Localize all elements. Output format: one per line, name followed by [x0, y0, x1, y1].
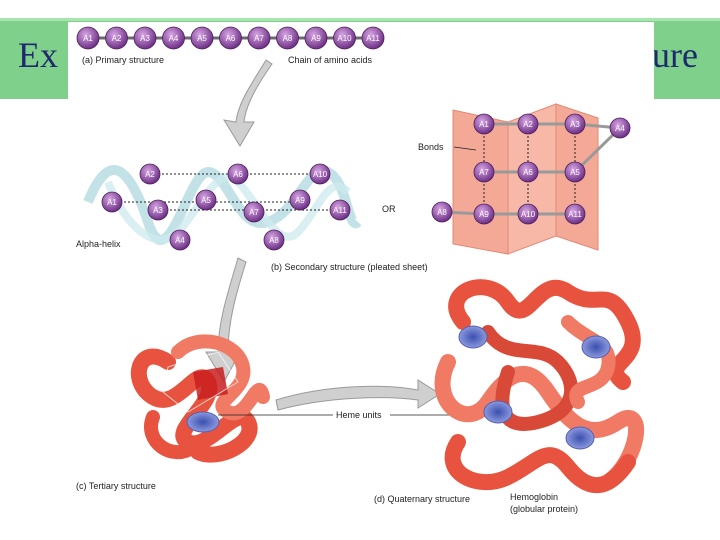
svg-text:A8: A8 — [269, 236, 279, 245]
sheet-bead-a11: A11 — [564, 203, 586, 225]
svg-text:A6: A6 — [226, 34, 236, 43]
primary-bead-a6: A6 — [219, 26, 242, 50]
heme-units-label: Heme units — [336, 410, 382, 420]
sheet-bead-a9: A9 — [473, 203, 495, 225]
primary-caption: (a) Primary structure — [82, 55, 164, 65]
svg-text:A6: A6 — [523, 168, 533, 177]
svg-text:A2: A2 — [523, 120, 533, 129]
svg-text:A10: A10 — [337, 34, 352, 43]
primary-bead-a5: A5 — [190, 26, 214, 50]
svg-text:A9: A9 — [479, 210, 489, 219]
quaternary-caption: (d) Quaternary structure — [374, 494, 470, 504]
svg-text:A7: A7 — [249, 208, 259, 217]
bonds-label: Bonds — [418, 142, 444, 152]
primary-bead-a11: A11 — [361, 26, 385, 50]
primary-bead-a3: A3 — [133, 26, 157, 50]
svg-text:A5: A5 — [197, 34, 207, 43]
svg-text:A1: A1 — [83, 34, 93, 43]
sheet-bead-a2: A2 — [517, 113, 539, 135]
or-label: OR — [382, 204, 396, 214]
sheet-bead-a6: A6 — [517, 161, 539, 183]
svg-text:A1: A1 — [107, 198, 117, 207]
alpha-bead-a1: A1 — [101, 191, 123, 213]
globular-protein-label: (globular protein) — [510, 504, 578, 514]
sheet-bead-a4: A4 — [609, 117, 631, 139]
sheet-bead-a8: A8 — [431, 201, 453, 223]
alpha-bead-a6: A6 — [227, 163, 249, 185]
primary-bead-a4: A4 — [162, 26, 185, 50]
primary-bead-a9: A9 — [304, 26, 328, 50]
alpha-bead-a9: A9 — [289, 189, 311, 211]
alpha-bead-a8: A8 — [263, 229, 285, 251]
alpha-bead-a2: A2 — [139, 163, 161, 185]
svg-text:A5: A5 — [201, 196, 211, 205]
svg-text:A9: A9 — [311, 34, 321, 43]
svg-text:A2: A2 — [112, 34, 122, 43]
svg-text:A11: A11 — [366, 34, 380, 43]
tertiary-heme — [186, 411, 220, 433]
sheet-bead-a1: A1 — [473, 113, 495, 135]
tertiary-caption: (c) Tertiary structure — [76, 481, 156, 491]
svg-text:A10: A10 — [521, 210, 536, 219]
sheet-bonds — [483, 132, 576, 212]
svg-text:A1: A1 — [479, 120, 489, 129]
slide-title-right: ure — [652, 35, 698, 75]
primary-structure-chain: A1 A2 A3 A4 A5 A6 A7 A8 A9 A10 A11 — [76, 26, 385, 50]
bonds-leader — [453, 146, 477, 151]
alpha-bead-a11: A11 — [329, 199, 351, 221]
svg-text:A8: A8 — [437, 208, 447, 217]
svg-text:A10: A10 — [313, 170, 328, 179]
sheet-bead-a5: A5 — [564, 161, 586, 183]
svg-text:A4: A4 — [615, 124, 625, 133]
secondary-caption: (b) Secondary structure (pleated sheet) — [271, 262, 428, 272]
chain-label: Chain of amino acids — [288, 55, 373, 65]
alpha-bead-a3: A3 — [147, 199, 169, 221]
primary-bead-a1: A1 — [76, 26, 100, 50]
primary-bead-a8: A8 — [276, 26, 299, 50]
arrow-secondary-to-tertiary — [205, 257, 247, 384]
arrow-primary-to-secondary — [222, 59, 273, 147]
svg-text:A5: A5 — [570, 168, 580, 177]
svg-text:A6: A6 — [233, 170, 243, 179]
svg-text:A3: A3 — [153, 206, 163, 215]
svg-text:A11: A11 — [568, 210, 582, 219]
sheet-bead-a7: A7 — [473, 161, 495, 183]
quaternary-structure — [434, 279, 645, 494]
svg-text:A4: A4 — [169, 34, 179, 43]
primary-bead-a7: A7 — [247, 26, 271, 50]
svg-text:A7: A7 — [479, 168, 489, 177]
svg-text:A3: A3 — [140, 34, 150, 43]
alpha-helix-label: Alpha-helix — [76, 239, 121, 249]
alpha-bead-a5: A5 — [195, 189, 217, 211]
svg-text:A7: A7 — [254, 34, 264, 43]
svg-text:A11: A11 — [333, 206, 347, 215]
primary-bead-a10: A10 — [333, 26, 356, 50]
svg-text:A4: A4 — [175, 236, 185, 245]
slide-title-left: Ex — [18, 35, 58, 75]
svg-text:A8: A8 — [283, 34, 293, 43]
sheet-bead-a3: A3 — [564, 113, 586, 135]
svg-text:A3: A3 — [570, 120, 580, 129]
hemoglobin-label: Hemoglobin — [510, 492, 558, 502]
alpha-bead-a10: A10 — [309, 163, 331, 185]
alpha-bead-a4: A4 — [169, 229, 191, 251]
sheet-bead-a10: A10 — [517, 203, 539, 225]
arrow-tertiary-to-quaternary — [275, 379, 441, 411]
primary-bead-a2: A2 — [105, 26, 128, 50]
svg-text:A2: A2 — [145, 170, 155, 179]
tertiary-structure — [130, 334, 270, 463]
alpha-bead-a7: A7 — [243, 201, 265, 223]
svg-text:A9: A9 — [295, 196, 305, 205]
